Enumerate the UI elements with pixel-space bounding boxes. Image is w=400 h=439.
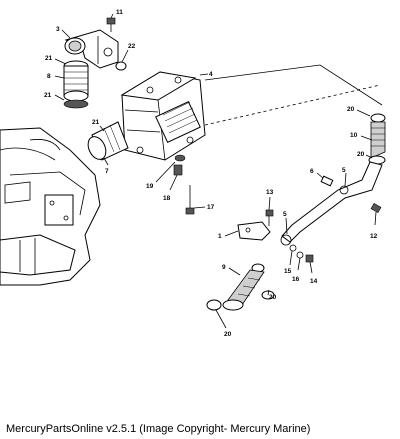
stud <box>185 185 195 215</box>
callout-18: 18 <box>163 195 171 202</box>
callout-5-right: 5 <box>342 167 346 174</box>
callout-9: 9 <box>222 264 226 271</box>
callouts: 11 3 22 21 8 21 4 21 7 19 18 17 20 10 20… <box>44 9 378 338</box>
callout-20-right: 20 <box>269 294 277 301</box>
exhaust-bellows <box>63 60 89 109</box>
callout-17: 17 <box>207 204 215 211</box>
bracket-bolt <box>265 209 274 226</box>
callout-11: 11 <box>116 9 123 16</box>
callout-16: 16 <box>292 276 300 283</box>
callout-21-bottom: 21 <box>44 92 52 99</box>
callout-5-left: 5 <box>283 211 287 218</box>
gasket <box>115 61 127 71</box>
callout-3: 3 <box>56 26 60 33</box>
drain-plug <box>370 202 382 214</box>
manifold-adapter <box>87 121 129 161</box>
callout-15: 15 <box>284 268 292 275</box>
fitting <box>320 175 334 187</box>
mounting-bracket <box>237 221 271 241</box>
callout-19: 19 <box>146 183 154 190</box>
callout-7: 7 <box>105 168 109 175</box>
lock-washer <box>296 251 304 259</box>
callout-14: 14 <box>310 278 318 285</box>
exhaust-elbow <box>64 29 119 69</box>
exhaust-manifold <box>120 71 206 161</box>
callout-20-upper: 20 <box>347 106 355 113</box>
callout-6: 6 <box>310 168 314 175</box>
exploded-parts-diagram: 11 3 22 21 8 21 4 21 7 19 18 17 20 10 20… <box>0 9 386 338</box>
exhaust-hose-lower <box>206 263 265 311</box>
exhaust-pipe <box>280 161 383 246</box>
washer-small <box>289 244 297 252</box>
engine-block <box>0 127 101 286</box>
callout-10: 10 <box>350 132 358 139</box>
callout-1: 1 <box>218 233 222 240</box>
nut <box>173 164 183 176</box>
callout-12: 12 <box>370 233 378 240</box>
callout-22: 22 <box>128 43 136 50</box>
callout-20-bottom: 20 <box>224 331 232 338</box>
callout-13: 13 <box>266 189 274 196</box>
bolt <box>106 17 116 32</box>
washer <box>174 154 186 162</box>
callout-4: 4 <box>209 71 213 78</box>
exhaust-hose-upper <box>368 113 386 165</box>
copyright-footer: MercuryPartsOnline v2.5.1 (Image Copyrig… <box>6 423 311 435</box>
callout-8: 8 <box>47 73 51 80</box>
callout-21-top: 21 <box>45 55 53 62</box>
callout-21-left: 21 <box>92 119 100 126</box>
nut-small <box>305 254 314 263</box>
callout-20-mid: 20 <box>357 151 365 158</box>
